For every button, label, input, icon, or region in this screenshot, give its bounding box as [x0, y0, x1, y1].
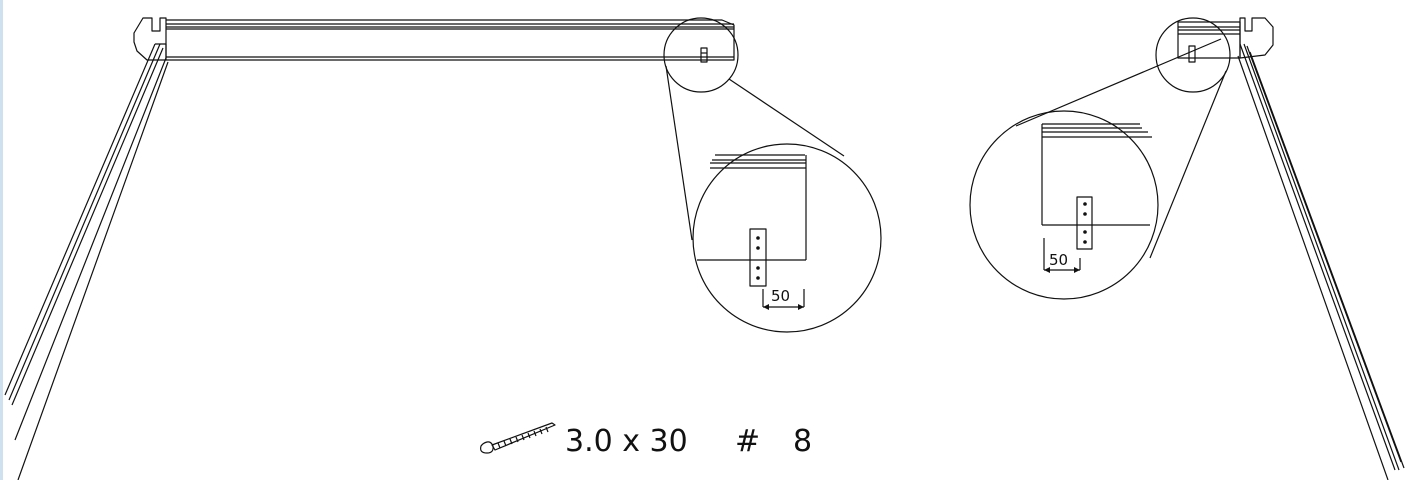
screw-quantity: 8 [793, 424, 812, 459]
right-bracket-holes [1044, 202, 1087, 273]
right-post [1237, 43, 1405, 480]
left-detail-callout [663, 17, 882, 333]
right-detail-callout [969, 17, 1231, 300]
screw-spec-label: 3.0 x 30 [565, 424, 688, 459]
left-post [4, 43, 169, 480]
left-bracket-holes [756, 236, 804, 310]
right-dimension-label: 50 [1049, 251, 1068, 269]
quantity-symbol: # [735, 424, 760, 459]
left-dimension-label: 50 [771, 287, 790, 305]
right-top-rail [1177, 17, 1274, 63]
page-edge-strip [0, 0, 3, 480]
left-top-rail [133, 17, 735, 63]
screw-icon [480, 422, 556, 454]
